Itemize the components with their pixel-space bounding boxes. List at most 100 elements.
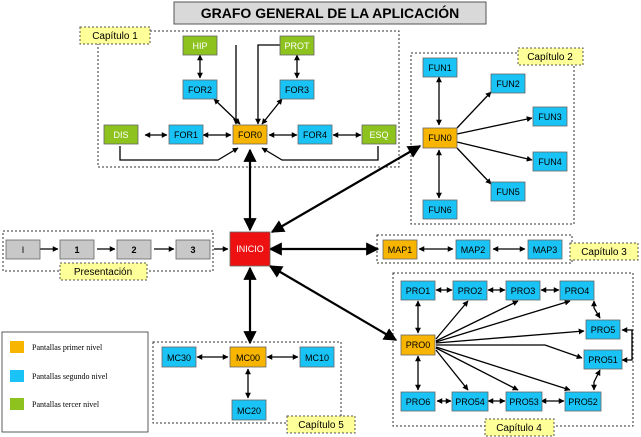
- svg-text:Capítulo 3: Capítulo 3: [581, 247, 627, 258]
- svg-text:FOR3: FOR3: [285, 85, 309, 95]
- svg-text:PRO6: PRO6: [406, 397, 431, 407]
- svg-text:DIS: DIS: [113, 130, 128, 140]
- node-presentation-1[interactable]: 1: [59, 239, 95, 260]
- svg-text:PRO2: PRO2: [458, 286, 483, 296]
- svg-text:PRO51: PRO51: [588, 355, 618, 365]
- svg-text:Capítulo 2: Capítulo 2: [527, 52, 573, 63]
- title-text: GRAFO GENERAL DE LA APLICACIÓN: [201, 4, 460, 21]
- node-pro2[interactable]: PRO2: [452, 280, 488, 301]
- edges: [40, 44, 633, 404]
- node-for3[interactable]: FOR3: [279, 79, 315, 100]
- svg-text:FUN2: FUN2: [496, 79, 520, 89]
- node-inicio[interactable]: INICIO: [229, 231, 271, 267]
- node-fun4[interactable]: FUN4: [532, 151, 568, 172]
- node-for1[interactable]: FOR1: [168, 124, 204, 145]
- svg-text:MC10: MC10: [305, 353, 329, 363]
- legend-swatch-secondary: [10, 370, 24, 382]
- svg-text:1: 1: [74, 245, 79, 255]
- node-pro3[interactable]: PRO3: [505, 280, 541, 301]
- svg-text:FOR2: FOR2: [188, 85, 212, 95]
- node-mc20[interactable]: MC20: [231, 399, 267, 421]
- node-mc10[interactable]: MC10: [299, 346, 335, 368]
- node-fun5[interactable]: FUN5: [490, 181, 526, 202]
- svg-text:FOR0: FOR0: [238, 130, 262, 140]
- chapter-1-frame: [97, 30, 400, 168]
- svg-text:FUN4: FUN4: [538, 157, 562, 167]
- node-fun2[interactable]: FUN2: [490, 73, 526, 94]
- node-pro53[interactable]: PRO53: [505, 391, 543, 412]
- svg-text:PRO52: PRO52: [568, 397, 598, 407]
- node-fun6[interactable]: FUN6: [422, 199, 458, 220]
- svg-text:PRO0: PRO0: [406, 340, 431, 350]
- node-fun3[interactable]: FUN3: [532, 106, 568, 127]
- node-for0[interactable]: FOR0: [232, 124, 268, 145]
- legend-label-tertiary: Pantallas tercer nivel: [32, 400, 100, 409]
- svg-text:FOR1: FOR1: [174, 130, 198, 140]
- svg-text:FUN5: FUN5: [496, 187, 520, 197]
- node-mc00[interactable]: MC00: [229, 346, 267, 368]
- svg-text:HIP: HIP: [192, 41, 207, 51]
- node-pro51[interactable]: PRO51: [583, 349, 623, 370]
- svg-text:PROT: PROT: [284, 41, 310, 51]
- svg-text:Presentación: Presentación: [74, 267, 132, 278]
- node-mc30[interactable]: MC30: [161, 346, 197, 368]
- svg-text:I: I: [22, 245, 25, 255]
- svg-text:FUN1: FUN1: [428, 63, 452, 73]
- presentation-frame: [2, 230, 214, 272]
- node-esq[interactable]: ESQ: [361, 124, 397, 145]
- node-i[interactable]: I: [5, 239, 41, 260]
- svg-text:MC00: MC00: [236, 353, 260, 363]
- node-map2[interactable]: MAP2: [455, 239, 491, 260]
- legend: Pantallas primer nivel Pantallas segundo…: [1, 331, 149, 433]
- svg-text:FUN6: FUN6: [428, 205, 452, 215]
- node-pro5[interactable]: PRO5: [585, 319, 621, 340]
- svg-text:MC20: MC20: [237, 406, 261, 416]
- node-pro4[interactable]: PRO4: [559, 280, 595, 301]
- node-fun1[interactable]: FUN1: [422, 57, 458, 78]
- node-map3[interactable]: MAP3: [527, 239, 563, 260]
- chapter-5-label: Capítulo 5: [286, 415, 356, 434]
- svg-text:Capítulo 4: Capítulo 4: [496, 423, 542, 434]
- node-map1[interactable]: MAP1: [382, 239, 418, 260]
- svg-text:PRO53: PRO53: [509, 397, 539, 407]
- node-pro52[interactable]: PRO52: [564, 391, 602, 412]
- chapter-2-label: Capítulo 2: [517, 47, 584, 66]
- svg-text:PRO1: PRO1: [406, 286, 431, 296]
- node-hip[interactable]: HIP: [182, 35, 218, 56]
- svg-text:Capítulo 1: Capítulo 1: [92, 31, 138, 42]
- svg-text:FOR4: FOR4: [303, 130, 327, 140]
- chapter-1-label: Capítulo 1: [79, 26, 151, 45]
- svg-text:FUN3: FUN3: [538, 112, 562, 122]
- node-fun0[interactable]: FUN0: [422, 127, 458, 149]
- node-pro1[interactable]: PRO1: [400, 280, 436, 301]
- node-prot[interactable]: PROT: [279, 35, 315, 56]
- svg-text:MAP2: MAP2: [461, 245, 486, 255]
- presentation-label: Presentación: [59, 262, 148, 281]
- svg-text:PRO3: PRO3: [511, 286, 536, 296]
- legend-label-secondary: Pantallas segundo nivel: [32, 372, 108, 381]
- svg-text:MC30: MC30: [167, 353, 191, 363]
- node-presentation-3[interactable]: 3: [175, 239, 211, 260]
- diagram-title: GRAFO GENERAL DE LA APLICACIÓN: [173, 1, 487, 25]
- node-for2[interactable]: FOR2: [182, 79, 218, 100]
- legend-frame: [1, 331, 149, 433]
- svg-text:3: 3: [190, 245, 195, 255]
- svg-text:FUN0: FUN0: [428, 133, 452, 143]
- node-dis[interactable]: DIS: [103, 124, 139, 145]
- node-for4[interactable]: FOR4: [297, 124, 333, 145]
- node-pro54[interactable]: PRO54: [451, 391, 489, 412]
- chapter-4-label: Capítulo 4: [484, 418, 555, 437]
- legend-swatch-tertiary: [10, 398, 24, 410]
- svg-text:PRO54: PRO54: [455, 397, 485, 407]
- legend-label-primary: Pantallas primer nivel: [32, 343, 103, 352]
- node-presentation-2[interactable]: 2: [116, 239, 152, 260]
- svg-text:2: 2: [131, 245, 136, 255]
- node-pro0[interactable]: PRO0: [400, 334, 436, 356]
- svg-text:PRO5: PRO5: [591, 325, 616, 335]
- svg-text:Capítulo 5: Capítulo 5: [298, 420, 344, 431]
- node-pro6[interactable]: PRO6: [400, 391, 436, 412]
- svg-text:PRO4: PRO4: [565, 286, 590, 296]
- chapter-3-label: Capítulo 3: [569, 242, 639, 261]
- svg-text:MAP3: MAP3: [533, 245, 558, 255]
